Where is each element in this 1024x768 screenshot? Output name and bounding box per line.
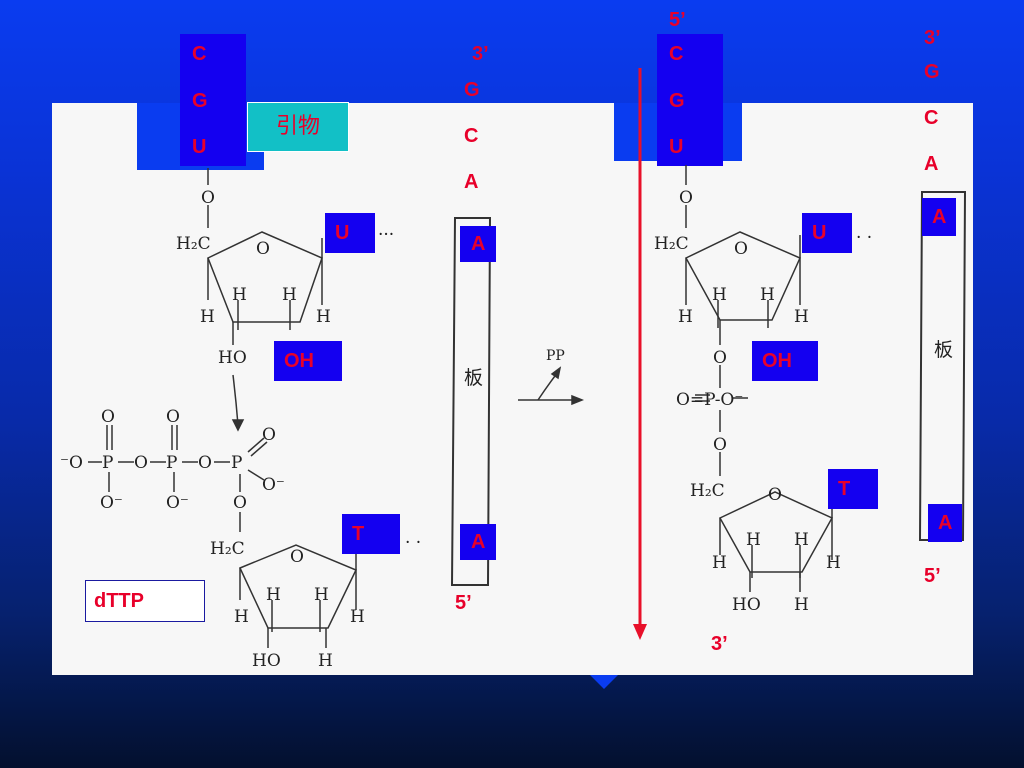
left-template-base-c: C [464,125,479,147]
left-primer-strand: C G U [180,34,246,166]
right-top-5prime: 5’ [669,9,686,31]
h2c-left-2: H₂C [210,539,245,559]
phosphate-right: O=P-O⁻ [676,390,743,410]
o-bridge-1: O [134,453,148,473]
h-right2-b: H [794,530,809,550]
primer-label: 引物 [247,102,349,152]
o-right-3: O [713,435,727,455]
h-right-c: H [678,307,693,327]
dots-right-u: · · [856,228,872,248]
left-template-box-top: A [460,226,496,262]
h-left-a: H [232,285,247,305]
left-base-t-box: T [342,514,400,554]
h-left2-d: H [350,607,365,627]
h-left-c: H [200,307,215,327]
o-right-ring: O [734,239,748,259]
p-alpha: P [102,453,113,473]
o-left-1: O [201,188,215,208]
o-link: O [233,493,247,513]
h-right2-e: H [794,595,809,615]
pp-label: PP [546,348,565,364]
o-right-1: O [679,188,693,208]
right-primer-base-1: C [669,43,684,65]
right-primer-base-3: U [669,136,684,158]
h-right2-a: H [746,530,761,550]
right-template-base-a: A [924,153,939,175]
left-base-u-box: U [325,213,375,253]
ho-left: HO [218,348,247,368]
left-primer-base-1: C [192,43,207,65]
right-strand-3prime: 3’ [711,633,728,655]
ho-right2: HO [732,595,761,615]
p-beta: P [166,453,177,473]
o-right-ring2: O [768,485,782,505]
right-template-box-bottom: A [928,504,962,542]
ho-left2: HO [252,651,281,671]
o-pa-top: O [101,407,115,427]
right-template-box-top: A [922,198,956,236]
p-gamma: P [231,453,242,473]
h-left2-e: H [318,651,333,671]
h2c-right-1: H₂C [654,234,689,254]
right-primer-base-2: G [669,90,685,112]
right-template-base-c: C [924,107,939,129]
o-minus-a: O⁻ [100,493,123,513]
left-primer-base-2: G [192,90,208,112]
right-hydroxyl-box: OH [752,341,818,381]
h-left-d: H [316,307,331,327]
left-template-3prime: 3’ [472,43,489,65]
h-left2-a: H [266,585,281,605]
dots-left-t: · · [405,533,421,553]
h-left2-b: H [314,585,329,605]
dots-left-u: ··· [378,225,394,245]
right-template-base-g: G [924,61,940,83]
dttp-label: dTTP [85,580,205,622]
h-right-b: H [760,285,775,305]
h2c-left-1: H₂C [176,234,211,254]
minus-o: ⁻O [60,453,83,473]
direction-arrowhead-icon [633,624,647,640]
bottom-triangle-icon [590,675,618,689]
left-hydroxyl-box: OH [274,341,342,381]
h-right-d: H [794,307,809,327]
h-left2-c: H [234,607,249,627]
left-template-box-bottom: A [460,524,496,560]
o-left-ring2: O [290,547,304,567]
template-char-left: 板 [464,367,483,389]
left-primer-base-3: U [192,136,207,158]
right-base-u-box: U [802,213,852,253]
o-right-2: O [713,348,727,368]
right-primer-strand: C G U [657,34,723,166]
left-template-5prime: 5’ [455,592,472,614]
o-minus-b: O⁻ [166,493,189,513]
template-char-right: 板 [934,339,953,361]
h-right-a: H [712,285,727,305]
diagram-panel [52,103,973,675]
h-right2-d: H [826,553,841,573]
o-double: O [262,425,276,445]
o-left-ring: O [256,239,270,259]
o-pb-top: O [166,407,180,427]
h2c-right-2: H₂C [690,481,725,501]
o-bridge-2: O [198,453,212,473]
right-template-5prime: 5’ [924,565,941,587]
left-template-base-g: G [464,79,480,101]
right-template-3prime: 3’ [924,27,941,49]
h-right2-c: H [712,553,727,573]
right-base-t-box: T [828,469,878,509]
h-left-b: H [282,285,297,305]
o-minus-gamma: O⁻ [262,475,285,495]
left-template-base-a: A [464,171,479,193]
